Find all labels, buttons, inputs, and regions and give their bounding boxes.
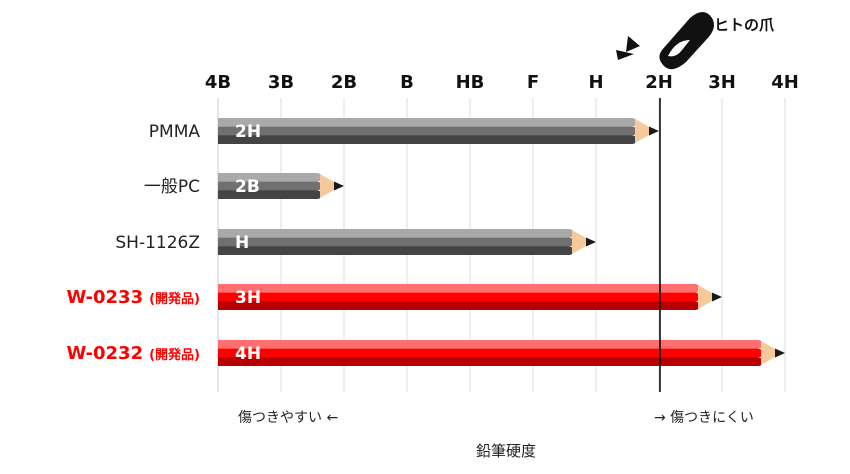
pencil-body-top xyxy=(218,340,758,350)
pencil-bar: 4H xyxy=(218,340,785,366)
pencil-body-bottom xyxy=(218,246,569,255)
pencil-body-bottom xyxy=(218,357,758,366)
x-tick-label: F xyxy=(527,72,539,93)
pencil-edge xyxy=(627,126,637,136)
pencil-edge xyxy=(312,173,322,182)
x-tick-label: H xyxy=(588,72,603,93)
pencil-body-bottom xyxy=(218,301,695,310)
category-labels: PMMA 一般PC SH-1126Z W-0233 (開発品) W-0232 (開発品) xyxy=(66,122,200,364)
right-annotation: → 傷つきにくい xyxy=(654,410,754,426)
pencil-body-bottom xyxy=(218,135,632,144)
fingernail-icon xyxy=(616,12,714,70)
category-name: SH-1126Z xyxy=(115,233,200,253)
x-tick-label: 3H xyxy=(708,72,736,93)
pencil-edge xyxy=(564,246,574,256)
category-name: W-0233 xyxy=(66,287,143,308)
category-name: W-0232 xyxy=(66,343,143,364)
pencil-body-mid xyxy=(218,292,695,302)
pencil-edge xyxy=(753,357,763,366)
x-tick-label: 2B xyxy=(331,72,357,93)
pencil-body-mid xyxy=(218,181,317,191)
category-suffix: (開発品) xyxy=(149,291,200,307)
pencil-edge xyxy=(312,190,322,200)
pencil-lead xyxy=(712,292,722,302)
x-tick-label: 2H xyxy=(645,72,673,93)
pencil-wood xyxy=(635,119,650,143)
pencil-lead xyxy=(775,348,785,358)
pencil-bar: 3H xyxy=(218,284,722,310)
x-axis-title: 鉛筆硬度 xyxy=(476,442,536,460)
reference-line-label: ヒトの爪 xyxy=(714,16,775,34)
pencil-lead xyxy=(649,126,659,136)
pencil-edge xyxy=(753,340,763,349)
pencil-edge xyxy=(690,284,700,293)
pencil-bar: 2B xyxy=(218,173,344,200)
category-name: PMMA xyxy=(149,122,201,142)
pencil-bar: 2H xyxy=(218,118,659,145)
left-annotation: 傷つきやすい ← xyxy=(238,410,338,426)
category-label: PMMA xyxy=(149,122,201,142)
pencil-lead xyxy=(334,181,344,191)
pencil-lead xyxy=(586,237,596,247)
x-tick-label: 3B xyxy=(268,72,294,93)
pencil-body-mid xyxy=(218,237,569,247)
x-tick-label: HB xyxy=(456,72,485,93)
x-tick-label: 4B xyxy=(205,72,231,93)
pencil-wood xyxy=(320,174,335,198)
pencil-body-mid xyxy=(218,348,758,358)
category-label: W-0232 (開発品) xyxy=(66,343,200,364)
pencil-edge xyxy=(753,348,763,358)
pencil-edge xyxy=(690,301,700,310)
pencil-body-bottom xyxy=(218,190,317,199)
pencil-edge xyxy=(627,135,637,145)
pencil-body-top xyxy=(218,173,317,183)
pencil-body-top xyxy=(218,284,695,294)
category-label: W-0233 (開発品) xyxy=(66,287,200,308)
pencil-body-top xyxy=(218,118,632,128)
pencil-body-top xyxy=(218,229,569,239)
category-name: 一般PC xyxy=(144,177,200,197)
category-label: 一般PC xyxy=(144,177,200,197)
bar-value-label: 3H xyxy=(235,288,261,308)
bar-value-label: H xyxy=(235,233,249,253)
category-suffix: (開発品) xyxy=(149,347,200,363)
bar-value-label: 4H xyxy=(235,344,261,364)
pencil-edge xyxy=(690,292,700,302)
pencil-edge xyxy=(564,237,574,247)
pencil-bar: H xyxy=(218,229,596,256)
bar-value-label: 2B xyxy=(235,177,260,197)
x-tick-label: B xyxy=(400,72,414,93)
pencil-wood xyxy=(761,341,776,365)
pencil-edge xyxy=(627,118,637,127)
x-tick-label: 4H xyxy=(771,72,799,93)
pencil-wood xyxy=(572,230,587,254)
pencil-edge xyxy=(564,229,574,238)
pencil-edge xyxy=(312,181,322,191)
bar-series: 2H 2B H 3H 4H xyxy=(218,118,785,366)
pencil-wood xyxy=(698,285,713,309)
x-tick-labels: 4B 3B 2B B HB F H 2H 3H 4H xyxy=(205,72,799,93)
pencil-body-mid xyxy=(218,126,632,136)
category-label: SH-1126Z xyxy=(115,233,200,253)
bar-value-label: 2H xyxy=(235,122,261,142)
